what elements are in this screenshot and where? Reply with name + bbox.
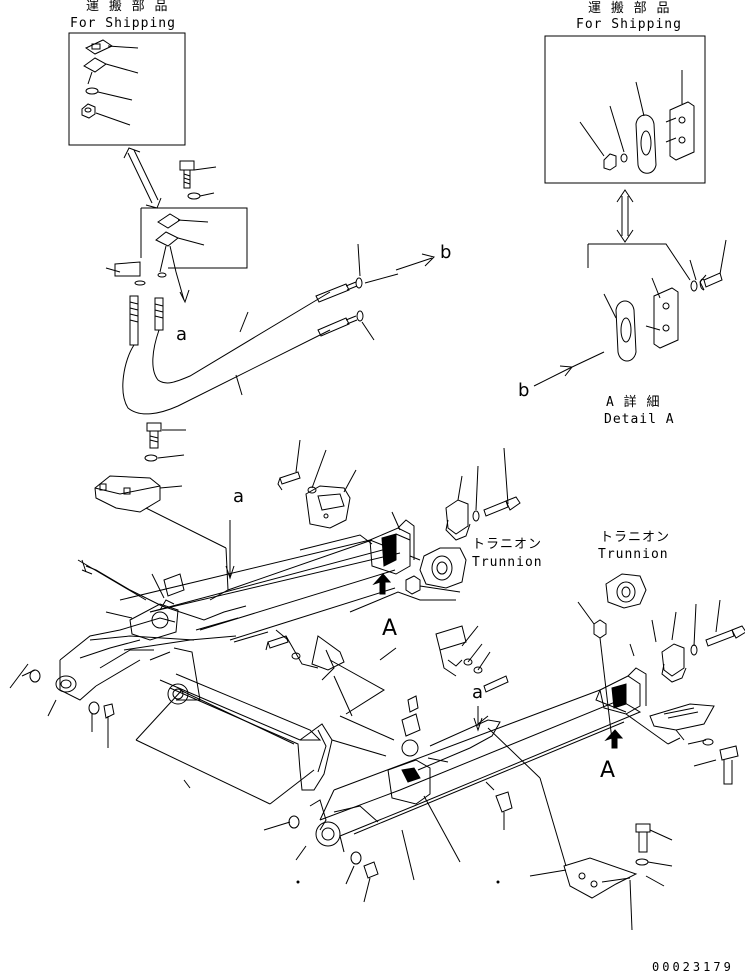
detail-label-jp: A 詳 細 [606, 395, 661, 410]
marker-b-lower: b [518, 380, 530, 401]
lower-center-bracket [332, 648, 488, 862]
shipping-box-left [69, 33, 185, 145]
double-arrow-left [124, 148, 161, 208]
nut-right [578, 602, 612, 740]
trunnion-bracket-lower [596, 644, 646, 748]
cap-bolt-right [652, 600, 745, 682]
guard-plate-right [626, 704, 738, 784]
shipping-label-left-en: For Shipping [70, 16, 176, 31]
bracket-upper-left [95, 476, 228, 590]
a-arrows [226, 520, 482, 730]
marker-a-mid: a [233, 486, 245, 507]
double-arrow-right [617, 190, 633, 242]
drawing-number: 00023179 [652, 960, 734, 974]
frame-hose [82, 560, 246, 620]
left-pivot-assembly [10, 560, 238, 748]
middle-loose-parts [234, 592, 512, 830]
trunnion-flange-left [410, 548, 466, 588]
marker-A-left: A [382, 616, 398, 641]
nut-upper [406, 576, 460, 594]
shipping-label-right-jp: 運 搬 部 品 [588, 1, 671, 16]
hose-assembly [123, 244, 434, 414]
trunnion-flange-right [606, 574, 646, 608]
trunnion-left-jp: トラニオン [472, 537, 543, 552]
marker-a-upper: a [176, 324, 188, 345]
shipping-box-right [545, 36, 705, 183]
trunnion-right-en: Trunnion [598, 547, 669, 562]
marker-A-right: A [600, 758, 616, 783]
marker-a-lower: a [472, 682, 484, 703]
upper-middle-parts [278, 440, 356, 528]
frame-lower-arm [264, 690, 640, 902]
frame-upper-arm [120, 535, 400, 640]
bolt-washer-mid-left [145, 423, 186, 461]
shipping-label-right-en: For Shipping [576, 17, 682, 32]
bolt-washer-upper-left [180, 161, 216, 199]
lower-diagonal-member [136, 648, 332, 830]
plate-box-left [106, 208, 247, 302]
detail-a-assembly [534, 240, 726, 386]
shipping-label-left-jp: 運 搬 部 品 [86, 0, 169, 14]
trunnion-bracket-upper [370, 512, 414, 594]
marker-b-upper: b [440, 242, 452, 263]
trunnion-right-jp: トラニオン [600, 530, 671, 545]
cap-bolt-upper [446, 448, 520, 540]
trunnion-left-en: Trunnion [472, 555, 543, 570]
detail-label-en: Detail A [604, 412, 675, 427]
guard-plate-bottom [488, 728, 672, 930]
